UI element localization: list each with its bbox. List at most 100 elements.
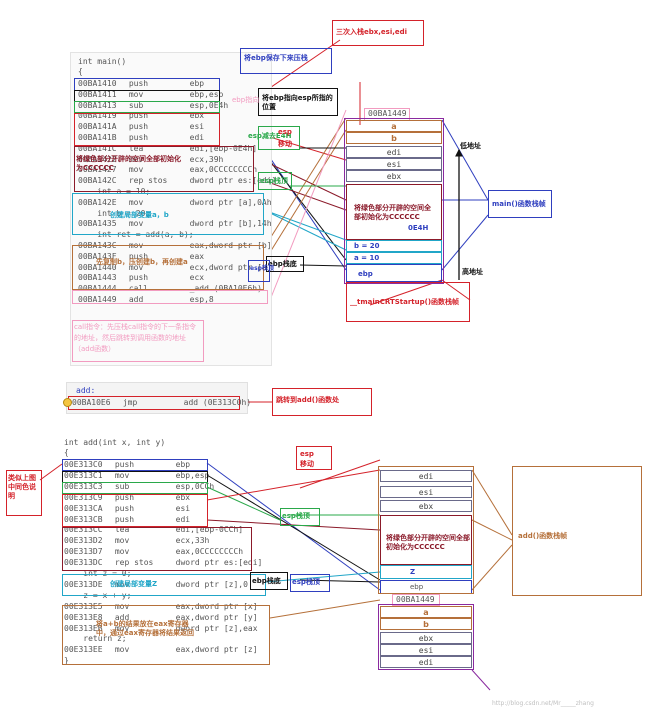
box-add-esp-move [296, 446, 332, 470]
main-stack-ebp-box [346, 264, 442, 282]
box-call-note [72, 320, 204, 362]
note-add-move: 移动 [300, 460, 314, 468]
box-ebp-push-note [240, 48, 332, 74]
box-jump-note [272, 388, 372, 416]
note-esp-top: esp栈顶 [260, 177, 288, 185]
main-asm-line: 00BA1413 sub esp,0E4h [78, 100, 229, 110]
add-stack-a: a [380, 606, 472, 618]
box-ebp-to-esp [258, 88, 338, 116]
add-stack-outer-purple [378, 604, 474, 670]
note-add-esp-top: esp栈顶 [282, 512, 310, 520]
add-box-push-ebp [62, 459, 208, 471]
add-box-create-z [62, 574, 266, 596]
add-box-push-regs [62, 494, 208, 527]
main-stack-a: a [346, 120, 442, 132]
add-stack-ret: 00BA1449 [396, 595, 435, 604]
add-stack-z: Z [410, 568, 416, 576]
add-source-line: } [64, 656, 69, 666]
note-add-ebp-base: ebp栈底 [252, 577, 281, 585]
main-asm-line: 00BA1440 mov ecx,dword ptr [a] [78, 262, 272, 272]
add-stack-ret-box [392, 594, 440, 606]
box-sub-esp [74, 101, 220, 113]
add-asm-line: 00E313C1 mov ebp,esp [64, 470, 210, 480]
main-stack-b-val-box [346, 240, 442, 252]
jump-panel [66, 382, 248, 414]
add-asm-line: 00E313DE mov dword ptr [z],0 [64, 579, 248, 589]
box-add-esp-top-2 [290, 574, 330, 592]
main-asm-line: 00BA143F push eax [78, 251, 205, 261]
note-main-frame: main()函数栈帧 [492, 200, 546, 208]
add-stack-esi2: esi [380, 644, 472, 656]
add-stack-cc-note: 将绿色部分开辟的空间全部初始化为CCCCCC [386, 534, 470, 551]
box-call [72, 290, 268, 304]
box-init-cc [74, 146, 254, 192]
add-box-sub [62, 482, 208, 494]
note-ebp-base: ebp栈底 [268, 260, 297, 268]
add-asm-line: 00E313C3 sub esp,0CCh [64, 481, 215, 491]
add-asm-line: 00E313E8 add eax,dword ptr [y] [64, 612, 258, 622]
box-similar-note [6, 470, 42, 516]
note-init-cc-main: 将绿色部分开辟的空间全部初始化为CCCCCC [76, 155, 181, 172]
main-stack-a-val-box [346, 252, 442, 264]
add-asm-line: 00E313D7 mov eax,0CCCCCCCCh [64, 547, 244, 557]
main-asm-line: 00BA1411 mov ebp,esp [78, 89, 224, 99]
box-esp-move [258, 126, 300, 150]
note-esp-move: esp减去E4H [248, 132, 292, 140]
note-crt-frame: __tmainCRTStartup()函数栈帧 [350, 298, 460, 306]
note-esp: esp [278, 128, 292, 136]
note-add-esp: esp [300, 450, 314, 458]
add-asm-line: 00E313EB mov dword ptr [z],eax [64, 623, 258, 633]
main-stack-b-val: b = 20 [354, 242, 380, 250]
add-asm-line: 00E313CB push edi [64, 514, 191, 524]
add-stack-frame-area [380, 515, 472, 565]
note-ebp-small: ebp指向 [232, 96, 260, 104]
add-brace: { [64, 448, 69, 457]
main-stack-e4h: 0E4H [408, 224, 429, 232]
add-stack-ebx: ebx [380, 500, 472, 512]
note-create-ab: 创建局部变量a，b [110, 211, 169, 219]
add-box-init-cc [62, 527, 252, 571]
note-low-addr: 低地址 [460, 142, 481, 150]
box-esp-top [258, 172, 292, 190]
box-push-args [72, 245, 264, 290]
box-ebp-base [266, 256, 304, 272]
note-high-addr: 高地址 [462, 268, 483, 276]
main-asm-line: 00BA1444 call _add (0BA10E6h) [78, 284, 262, 294]
main-asm-line: 00BA1410 push ebp [78, 79, 205, 88]
add-stack-ebp: ebp [410, 583, 424, 591]
note-move: 移动 [278, 140, 292, 148]
watermark: http://blog.csdn.net/Mr_____zhang [492, 700, 594, 707]
note-result: 将a+b的结果放在eax寄存器中，通过eax寄存器将结果返回 [96, 620, 194, 637]
main-brace: { [78, 67, 83, 76]
box-push-regs [74, 113, 220, 146]
main-ret-addr: 00BA1449 [368, 109, 407, 118]
note-push3: 三次入栈ebx,esi,edi [336, 28, 408, 36]
main-asm-line: 00BA1435 mov dword ptr [b],14h [78, 219, 272, 229]
add-asm-line: 00E313DC rep stos dword ptr es:[edi] [64, 558, 263, 568]
note-jump: 跳转到add()函数处 [276, 396, 340, 404]
add-box-result [62, 605, 270, 665]
add-source-line: int z = 0; [64, 569, 132, 578]
jump-label: add: [76, 386, 96, 395]
note-push-args: 先复制b，压创建b，再创建a [96, 258, 188, 266]
box-crt-frame [346, 282, 470, 322]
box-add-frame [512, 466, 642, 596]
main-asm-line: 00BA141B push edi [78, 133, 205, 142]
box-add-esp-top [280, 508, 320, 526]
main-stack-frame-area [346, 184, 442, 240]
note-create-z: 创建局部变量Z [110, 580, 158, 588]
box-main-frame [488, 190, 552, 218]
add-stack-outer-brown [378, 466, 474, 594]
main-asm-line: 00BA1422 mov ecx,39h [78, 154, 224, 164]
add-stack-b: b [380, 618, 472, 630]
main-code-panel [70, 52, 272, 366]
note-ebp-to-esp: 将ebp指向esp所指的位置 [262, 94, 333, 111]
main-stack-a-val: a = 10 [354, 254, 380, 262]
jmp-line: 00BA10E6 jmp add (0E313C0h) [72, 398, 252, 407]
note-esp-top-2: esp栈顶 [250, 265, 274, 272]
add-asm-line: 00E313EE mov eax,dword ptr [z] [64, 645, 258, 655]
main-stack-edi: edi [346, 146, 442, 158]
box-add-ebp-base [250, 572, 288, 590]
box-esp-top-2 [248, 260, 270, 282]
note-ebp-push: 将ebp保存下来压栈 [244, 54, 308, 62]
